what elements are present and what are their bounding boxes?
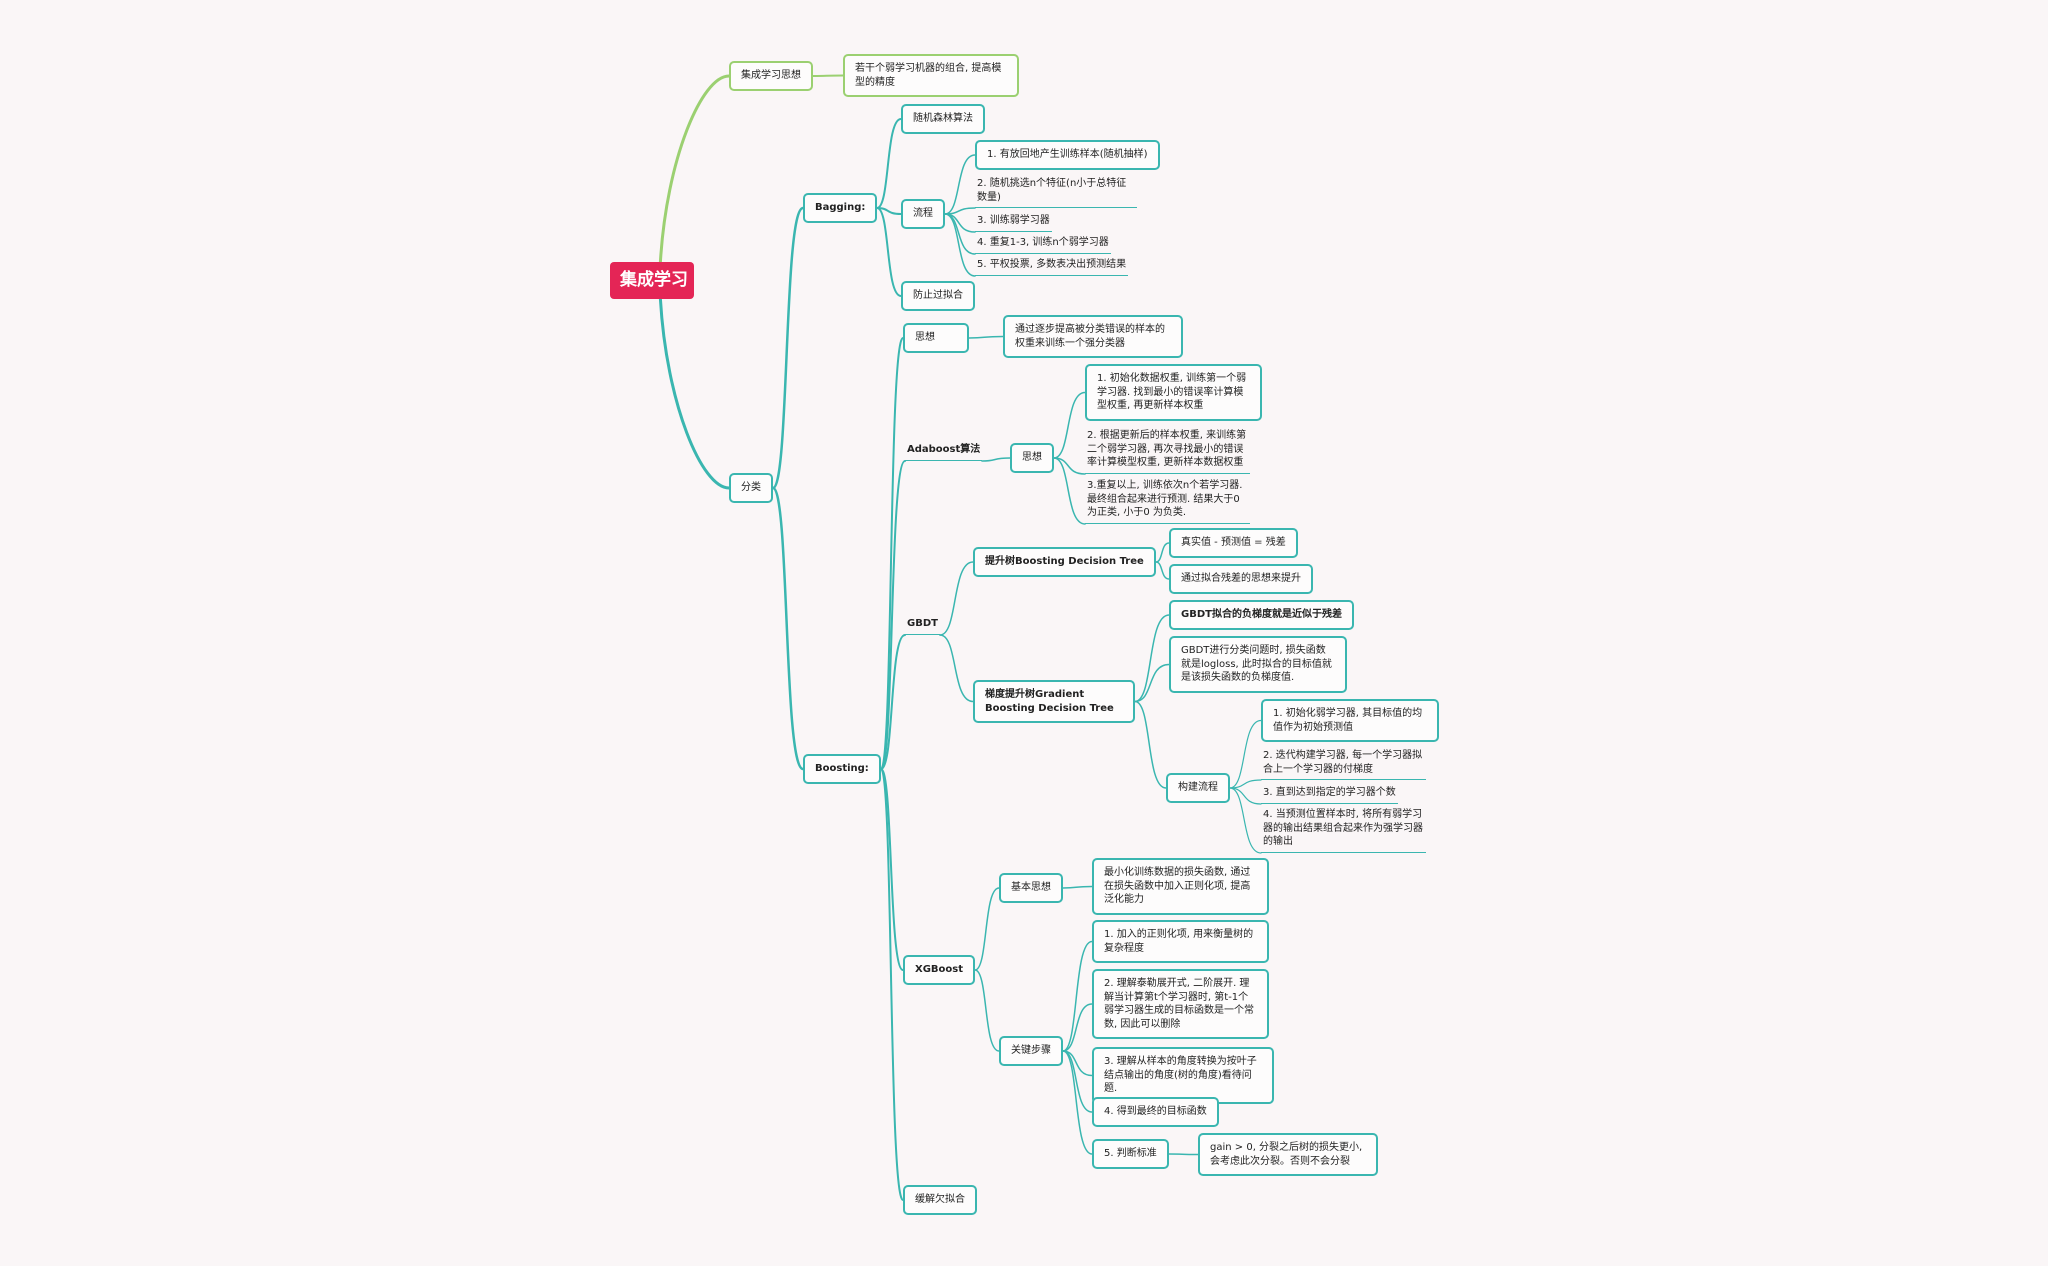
topic-adaboost[interactable]: Adaboost算法 <box>905 443 983 461</box>
connector-topic-bagging-flow <box>876 207 902 215</box>
connector-topic-xgb-gain <box>1168 1153 1199 1156</box>
topic-xgb-step-3[interactable]: 3. 理解从样本的角度转换为按叶子结点输出的角度(树的角度)看待问题. <box>1092 1047 1274 1104</box>
topic-bagging-step-5[interactable]: 5. 平权投票, 多数表决出预测结果 <box>975 258 1129 276</box>
topic-build-process[interactable]: 构建流程 <box>1166 773 1230 803</box>
topic-adaboost-step-3[interactable]: 3.重复以上, 训练依次n个若学习器. 最终组合起来进行预测. 结果大于0 为正… <box>1085 479 1250 524</box>
connector-topic-build-process <box>1134 700 1167 789</box>
connector-topic-xgb-key-steps <box>974 969 1000 1052</box>
connector-topic-ensemble-idea-detail <box>812 74 844 77</box>
connector-topic-xgb-step-5 <box>1062 1050 1093 1155</box>
connector-topic-boosting-tree <box>939 561 974 636</box>
connector-topic-bagging-step-1 <box>944 154 976 215</box>
connector-topic-build-step-4 <box>1229 787 1262 854</box>
connector-topic-gbdt <box>880 634 906 770</box>
connector-topic-build-step-3 <box>1229 787 1262 805</box>
connector-topic-xgb-step-3 <box>1062 1050 1093 1077</box>
connector-topic-adaboost <box>880 460 906 770</box>
topic-xgb-basic-idea[interactable]: 基本思想 <box>999 873 1063 903</box>
connector-topic-xgboost <box>880 768 904 971</box>
topic-classify[interactable]: 分类 <box>729 473 773 503</box>
connector-topic-xgb-step-4 <box>1062 1050 1093 1113</box>
topic-adaboost-step-2[interactable]: 2. 根据更新后的样本权重, 来训练第二个弱学习器, 再次寻找最小的错误率计算模… <box>1085 429 1250 474</box>
connector-topic-xgb-basic-detail <box>1062 885 1093 889</box>
connector-topic-bagging <box>771 206 805 490</box>
topic-random-forest[interactable]: 随机森林算法 <box>901 104 985 134</box>
topic-mitigate-underfit[interactable]: 缓解欠拟合 <box>903 1185 977 1215</box>
root-topic[interactable]: 集成学习 <box>610 262 694 299</box>
topic-bagging-step-4[interactable]: 4. 重复1-3, 训练n个弱学习器 <box>975 236 1111 254</box>
topic-boosting-idea[interactable]: 思想 <box>903 323 969 353</box>
topic-bagging-step-2[interactable]: 2. 随机挑选n个特征(n小于总特征数量) <box>975 177 1137 208</box>
connector-topic-xgb-step-1 <box>1062 940 1093 1052</box>
connector-topic-boosting <box>771 486 805 771</box>
topic-build-step-1[interactable]: 1. 初始化弱学习器, 其目标值的均值作为初始预测值 <box>1261 699 1439 742</box>
topic-xgb-step-1[interactable]: 1. 加入的正则化项, 用来衡量树的复杂程度 <box>1092 920 1269 963</box>
topic-xgb-step-5[interactable]: 5. 判断标准 <box>1092 1139 1169 1169</box>
connector-topic-random-forest <box>876 118 902 209</box>
topic-xgb-gain[interactable]: gain > 0, 分裂之后树的损失更小, 会考虑此次分裂。否则不会分裂 <box>1198 1133 1378 1176</box>
topic-gbdt-negative-gradient[interactable]: GBDT拟合的负梯度就是近似于残差 <box>1169 600 1354 630</box>
topic-build-step-3[interactable]: 3. 直到达到指定的学习器个数 <box>1261 786 1398 804</box>
topic-bagging-step-1[interactable]: 1. 有放回地产生训练样本(随机抽样) <box>975 140 1160 170</box>
connector-topic-adaboost-idea <box>981 457 1011 462</box>
connector-topic-gbdt-negative-gradient <box>1134 614 1170 703</box>
topic-boosting-idea-detail[interactable]: 通过逐步提高被分类错误的样本的权重来训练一个强分类器 <box>1003 315 1183 358</box>
topic-gbdt-logloss[interactable]: GBDT进行分类问题时, 损失函数就是logloss, 此时拟合的目标值就是该损… <box>1169 636 1347 693</box>
connector-topic-bagging-step-4 <box>944 213 976 255</box>
topic-fit-residual[interactable]: 通过拟合残差的思想来提升 <box>1169 564 1313 594</box>
topic-xgb-step-4[interactable]: 4. 得到最终的目标函数 <box>1092 1097 1219 1127</box>
topic-prevent-overfit[interactable]: 防止过拟合 <box>901 281 975 311</box>
connector-topic-build-step-2 <box>1229 779 1262 789</box>
topic-adaboost-idea[interactable]: 思想 <box>1010 443 1054 473</box>
topic-bagging[interactable]: Bagging: <box>803 193 878 223</box>
connector-topic-build-step-1 <box>1229 719 1262 789</box>
topic-ensemble-idea-detail[interactable]: 若干个弱学习机器的组合, 提高模型的精度 <box>843 54 1019 97</box>
connector-topic-ensemble-idea <box>658 74 731 264</box>
connector-topic-adaboost-step-3 <box>1053 457 1086 525</box>
topic-xgb-step-2[interactable]: 2. 理解泰勒展开式, 二阶展开. 理解当计算第t个学习器时, 第t-1个弱学习… <box>1092 969 1269 1039</box>
connector-topic-boosting-idea <box>880 337 904 770</box>
topic-build-step-4[interactable]: 4. 当预测位置样本时, 将所有弱学习器的输出结果组合起来作为强学习器的输出 <box>1261 808 1426 853</box>
connector-topic-mitigate-underfit <box>880 768 904 1201</box>
topic-xgb-basic-detail[interactable]: 最小化训练数据的损失函数, 通过在损失函数中加入正则化项, 提高泛化能力 <box>1092 858 1269 915</box>
topic-xgb-key-steps[interactable]: 关键步骤 <box>999 1036 1063 1066</box>
topic-build-step-2[interactable]: 2. 迭代构建学习器, 每一个学习器拟合上一个学习器的付梯度 <box>1261 749 1426 780</box>
connector-topic-adaboost-step-1 <box>1053 391 1086 459</box>
topic-xgboost[interactable]: XGBoost <box>903 955 976 985</box>
connector-topic-fit-residual <box>1155 561 1170 580</box>
topic-gradient-boosting-tree[interactable]: 梯度提升树Gradient Boosting Decision Tree <box>973 680 1135 723</box>
connector-topic-boosting-idea-detail <box>968 335 1004 339</box>
connector-topic-classify <box>658 297 731 490</box>
connector-topic-gradient-boosting-tree <box>939 634 974 703</box>
connector-topic-xgb-basic-idea <box>974 887 1000 971</box>
connector-topic-bagging-step-3 <box>944 213 976 233</box>
connector-topic-bagging-step-5 <box>944 213 976 277</box>
topic-bagging-step-3[interactable]: 3. 训练弱学习器 <box>975 214 1052 232</box>
topic-boosting[interactable]: Boosting: <box>803 754 881 784</box>
topic-adaboost-step-1[interactable]: 1. 初始化数据权重, 训练第一个弱学习器. 找到最小的错误率计算模型权重, 再… <box>1085 364 1262 421</box>
topic-bagging-flow[interactable]: 流程 <box>901 199 945 229</box>
connector-topic-bagging-step-2 <box>944 207 976 215</box>
topic-residual[interactable]: 真实值 - 预测值 = 残差 <box>1169 528 1298 558</box>
topic-boosting-tree[interactable]: 提升树Boosting Decision Tree <box>973 547 1156 577</box>
connector-topic-residual <box>1155 542 1170 563</box>
connector-topic-xgb-step-2 <box>1062 1003 1093 1052</box>
topic-gbdt[interactable]: GBDT <box>905 617 940 635</box>
connector-topic-adaboost-step-2 <box>1053 457 1086 475</box>
topic-ensemble-idea[interactable]: 集成学习思想 <box>729 61 813 91</box>
connector-topic-gbdt-logloss <box>1134 663 1170 703</box>
connector-topic-prevent-overfit <box>876 207 902 297</box>
